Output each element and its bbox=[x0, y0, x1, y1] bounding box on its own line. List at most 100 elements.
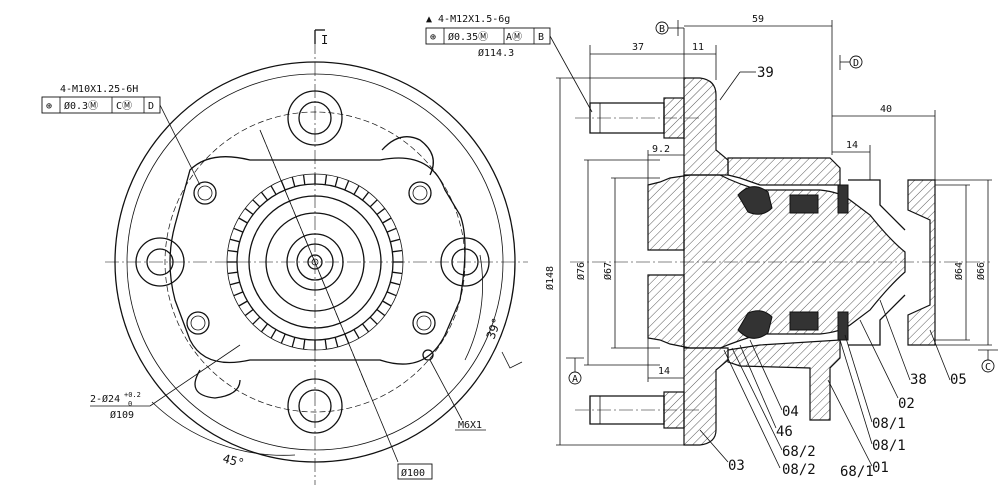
seal-lower bbox=[837, 311, 849, 341]
tone-ring-tooth bbox=[238, 300, 248, 307]
datum-a: A bbox=[566, 357, 584, 385]
hub-center bbox=[307, 254, 323, 270]
svg-text:D: D bbox=[853, 58, 859, 69]
stud-hole-right bbox=[440, 237, 490, 287]
pcd-114: Ø114.3 bbox=[478, 47, 514, 59]
stud-hole-top bbox=[287, 90, 343, 146]
tone-ring-tooth bbox=[334, 337, 339, 348]
tone-ring-tooth bbox=[229, 281, 240, 286]
svg-text:⊕: ⊕ bbox=[430, 32, 436, 43]
outer-flange-circle bbox=[114, 61, 516, 463]
dim-14-top: 14 bbox=[846, 140, 858, 151]
part-68-1: 68/1 bbox=[840, 464, 874, 480]
tone-ring-tooth bbox=[334, 176, 339, 187]
part-08-2: 08/2 bbox=[782, 462, 816, 478]
leader-2xd24 bbox=[149, 344, 241, 407]
svg-text:A: A bbox=[572, 374, 578, 385]
flange-lobe-outline bbox=[169, 156, 466, 365]
ball-lower-left bbox=[737, 310, 773, 339]
datum-b: B bbox=[655, 20, 684, 36]
part-02: 02 bbox=[898, 396, 915, 412]
stud-hole-bottom bbox=[287, 378, 343, 434]
tone-ring-tooth bbox=[252, 199, 261, 208]
tone-ring-tooth bbox=[369, 316, 378, 325]
tone-ring-tooth bbox=[244, 207, 254, 216]
svg-text:0: 0 bbox=[128, 400, 132, 408]
seal-upper bbox=[837, 184, 849, 214]
tone-ring-tooth bbox=[270, 329, 277, 339]
dim-dia67: Ø67 bbox=[602, 262, 614, 280]
tone-ring-tooth bbox=[233, 291, 244, 297]
thread-note-m12: ▲ 4-M12X1.5-6g bbox=[426, 14, 510, 25]
tone-ring-tooth bbox=[229, 238, 240, 243]
flange-upper bbox=[647, 77, 729, 251]
m6-hole bbox=[422, 349, 434, 361]
part-08-1a: 08/1 bbox=[872, 416, 906, 432]
tone-ring-tooth bbox=[392, 249, 403, 253]
svg-text:C: C bbox=[985, 362, 991, 373]
fcf-left: ⊕ Ø0.3Ⓜ CⓂ D bbox=[41, 96, 161, 114]
stud-hole-left bbox=[135, 237, 185, 287]
fcf-side: ⊕ Ø0.35Ⓜ AⓂ B bbox=[425, 27, 551, 45]
m10-hole-bottom-right bbox=[412, 311, 436, 335]
outer-race-upper bbox=[727, 157, 841, 186]
leader-m6 bbox=[429, 359, 463, 421]
tone-ring-tooth bbox=[291, 176, 296, 187]
dim-9-2: 9.2 bbox=[652, 144, 670, 155]
tone-ring-tooth bbox=[233, 227, 244, 233]
m10-hole-top-right bbox=[408, 181, 432, 205]
tone-ring-tooth bbox=[386, 291, 397, 297]
dim-dia64: Ø64 bbox=[953, 262, 965, 280]
tone-ring-tooth bbox=[386, 227, 397, 233]
tone-ring-tooth bbox=[344, 180, 350, 191]
part-68-2: 68/2 bbox=[782, 444, 816, 460]
tone-ring-tooth bbox=[376, 308, 386, 317]
outer-race-lower bbox=[727, 339, 841, 421]
svg-text:B: B bbox=[659, 24, 665, 35]
tone-ring-tooth bbox=[390, 238, 401, 243]
part-05: 05 bbox=[950, 372, 967, 388]
part-01: 01 bbox=[872, 460, 889, 476]
section-arrow-right bbox=[501, 351, 523, 369]
part-39: 39 bbox=[757, 65, 774, 81]
tone-ring-tooth bbox=[376, 207, 386, 216]
angle-45-arc bbox=[151, 401, 296, 456]
dim-14-bottom: 14 bbox=[658, 366, 670, 377]
tone-ring-tooth bbox=[353, 185, 360, 195]
flange-lower bbox=[647, 274, 729, 446]
dim-37: 37 bbox=[632, 42, 644, 53]
ball-upper-left bbox=[737, 186, 773, 215]
tone-ring-tooth bbox=[227, 271, 238, 275]
tone-ring-tooth bbox=[238, 217, 248, 224]
hole-note-2xd24: 2-Ø24 bbox=[90, 393, 120, 405]
roller-upper-right bbox=[789, 194, 819, 214]
tone-ring-tooth bbox=[302, 339, 306, 350]
part-03: 03 bbox=[728, 458, 745, 474]
leader-m10 bbox=[159, 104, 201, 186]
wheel-stud-lower bbox=[575, 391, 700, 429]
side-section-view: 59 37 11 40 14 9.2 14 Ø148 Ø76 Ø67 bbox=[425, 14, 998, 480]
m10-hole-bottom-left bbox=[186, 311, 210, 335]
m10-hole-top-left bbox=[193, 181, 217, 205]
tone-ring-tooth bbox=[353, 329, 360, 339]
dim-11: 11 bbox=[692, 42, 704, 53]
angle-39-arc bbox=[464, 254, 483, 361]
tone-ring-tooth bbox=[260, 191, 269, 201]
tone-ring-tooth bbox=[390, 281, 401, 286]
outer-flange-inner-circle bbox=[126, 73, 504, 451]
hub-circle-2 bbox=[265, 212, 365, 312]
thread-note-m10: 4-M10X1.25-6H bbox=[60, 84, 138, 95]
tone-ring-tooth bbox=[361, 323, 370, 333]
hole-note-pcd: Ø109 bbox=[110, 409, 134, 421]
datum-c: C bbox=[978, 349, 998, 373]
tone-ring-tooth bbox=[270, 185, 277, 195]
lobe-top-right bbox=[381, 136, 434, 176]
dim-dia66: Ø66 bbox=[975, 262, 987, 280]
tone-ring-tooth bbox=[324, 339, 328, 350]
svg-text:⊕: ⊕ bbox=[46, 101, 52, 112]
tone-ring-tooth bbox=[324, 174, 328, 185]
svg-text:+0.2: +0.2 bbox=[124, 391, 141, 399]
svg-text:AⓂ: AⓂ bbox=[506, 31, 522, 43]
svg-text:Ø0.3Ⓜ: Ø0.3Ⓜ bbox=[64, 100, 98, 112]
